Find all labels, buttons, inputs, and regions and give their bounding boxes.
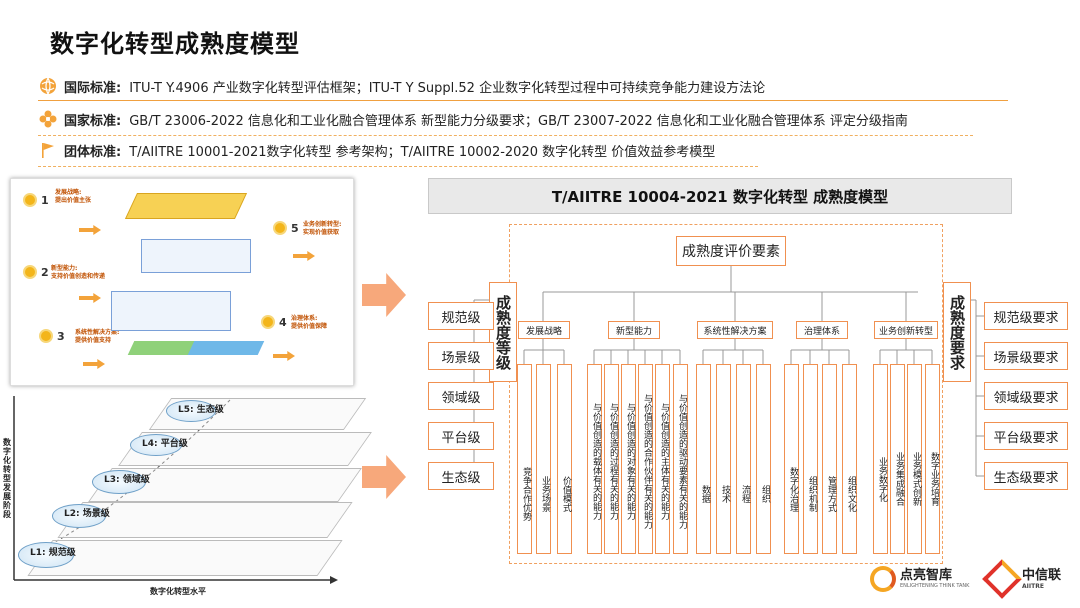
item-dot-icon	[39, 329, 53, 343]
element-column: 与价值创造的对象有关的能力	[621, 364, 636, 554]
framework-item-title: 业务创新转型:实现价值获取	[303, 221, 342, 236]
element-column: 竞争合作优势	[517, 364, 532, 554]
element-column: 与价值创造的过程有关的能力	[604, 364, 619, 554]
framework-item-title: 发展战略:提出价值主张	[55, 189, 92, 204]
divider	[38, 135, 973, 136]
stage-label: L1: 规范级	[30, 548, 76, 558]
divider	[38, 166, 758, 167]
x-axis-label: 数字化转型水平	[150, 587, 206, 596]
flow-arrow	[79, 225, 101, 235]
stage-label: L4: 平台级	[142, 439, 188, 449]
stage-disk	[52, 504, 106, 528]
standard-international: 国际标准: ITU-T Y.4906 产业数字化转型评估框架；ITU-T Y S…	[38, 74, 765, 98]
eval-root-box: 成熟度评价要素	[676, 236, 786, 266]
y-axis-label: 数字化转型发展阶段	[3, 438, 11, 519]
standard-label: 国际标准:	[64, 80, 122, 96]
capability-block	[141, 239, 251, 273]
standard-text: T/AIITRE 10001-2021数字化转型 参考架构；T/AIITRE 1…	[129, 144, 716, 160]
element-column: 业务数字化	[873, 364, 888, 554]
stage-disk	[130, 434, 182, 456]
left-title-box: 成熟度等级	[489, 282, 517, 382]
framework-item-title: 新型能力:支持价值创造和传递	[51, 265, 106, 280]
element-column: 数字化治理	[784, 364, 799, 554]
aiitre-logo: 中信联 AIITRE	[982, 559, 1061, 599]
element-column: 与价值创造的载体有关的能力	[587, 364, 602, 554]
requirement-box: 平台级要求	[984, 422, 1068, 450]
element-column: 管理方式	[822, 364, 837, 554]
standard-text: ITU-T Y.4906 产业数字化转型评估框架；ITU-T Y Suppl.5…	[129, 80, 766, 96]
element-column: 流程	[736, 364, 751, 554]
item-dot-icon	[23, 193, 37, 207]
flag-icon	[38, 140, 58, 160]
framework-item-title: 系统性解决方案:提供价值支持	[75, 329, 120, 344]
element-column: 数据	[696, 364, 711, 554]
standard-label: 团体标准:	[64, 144, 122, 160]
standard-label: 国家标准:	[64, 113, 122, 129]
element-column: 组织文化	[842, 364, 857, 554]
enlightening-think-tank-logo: 点亮智库 ENLIGHTENING THINK TANK	[870, 566, 969, 592]
element-column: 组织	[756, 364, 771, 554]
requirement-box: 规范级要求	[984, 302, 1068, 330]
level-box: 场景级	[428, 342, 494, 370]
logo-mark-icon	[982, 559, 1022, 599]
stage-disk	[92, 470, 146, 494]
element-column: 与价值创造的主体有关的能力	[655, 364, 670, 554]
framework-item-2: 2	[23, 265, 49, 279]
logo-mark-icon	[870, 566, 896, 592]
globe-icon	[38, 76, 58, 96]
element-column: 与价值创造的驱动要素有关的能力	[673, 364, 688, 554]
stage-label: L5: 生态级	[178, 405, 224, 415]
requirement-box: 生态级要求	[984, 462, 1068, 490]
framework-thumbnail: 1 发展战略:提出价值主张 2 新型能力:支持价值创造和传递 3 系统性解决方案…	[10, 178, 354, 386]
model-frame	[509, 224, 943, 564]
level-box: 生态级	[428, 462, 494, 490]
framework-item-1: 1	[23, 193, 49, 207]
framework-item-3: 3	[39, 329, 65, 343]
right-title-box: 成熟度要求	[943, 282, 971, 382]
framework-item-title: 治理体系:提供价值保障	[291, 315, 328, 330]
item-dot-icon	[23, 265, 37, 279]
requirement-box: 领域级要求	[984, 382, 1068, 410]
element-column: 业务集成融合	[890, 364, 905, 554]
element-column: 数字业务培育	[925, 364, 940, 554]
stage-disk	[18, 542, 74, 568]
category-box: 业务创新转型	[874, 321, 938, 339]
standard-text: GB/T 23006-2022 信息化和工业化融合管理体系 新型能力分级要求；G…	[129, 113, 908, 129]
item-dot-icon	[273, 221, 287, 235]
level-box: 平台级	[428, 422, 494, 450]
flow-arrow	[83, 359, 105, 369]
element-column: 组织机制	[803, 364, 818, 554]
element-column: 价值模式	[557, 364, 572, 554]
standard-national: 国家标准: GB/T 23006-2022 信息化和工业化融合管理体系 新型能力…	[38, 107, 908, 131]
category-box: 新型能力	[608, 321, 660, 339]
framework-item-4: 4	[261, 315, 287, 329]
flow-arrow	[79, 293, 101, 303]
model-title: T/AIITRE 10004-2021 数字化转型 成熟度模型	[428, 178, 1012, 214]
element-column: 技术	[716, 364, 731, 554]
stage-label: L2: 场景级	[64, 509, 110, 519]
flow-arrow	[293, 251, 315, 261]
maturity-stage-thumbnail: 数字化转型发展阶段 L1: 规范级 L2: 场景级 L3: 领域级 L4: 平台…	[0, 390, 372, 608]
category-box: 系统性解决方案	[697, 321, 773, 339]
stage-label: L3: 领域级	[104, 475, 150, 485]
requirement-box: 场景级要求	[984, 342, 1068, 370]
element-column: 与价值创造的合作伙伴有关的能力	[638, 364, 653, 554]
category-box: 治理体系	[796, 321, 848, 339]
flower-icon	[38, 109, 58, 129]
page-title: 数字化转型成熟度模型	[50, 30, 300, 58]
level-box: 领域级	[428, 382, 494, 410]
category-box: 发展战略	[518, 321, 570, 339]
level-box: 规范级	[428, 302, 494, 330]
standard-group: 团体标准: T/AIITRE 10001-2021数字化转型 参考架构；T/AI…	[38, 138, 715, 162]
solution-block	[111, 291, 231, 331]
item-dot-icon	[261, 315, 275, 329]
flow-arrow	[273, 351, 295, 361]
element-column: 业务场景	[536, 364, 551, 554]
framework-item-5: 5	[273, 221, 299, 235]
divider	[38, 100, 1008, 101]
element-column: 业务模式创新	[907, 364, 922, 554]
stage-disk	[166, 400, 216, 422]
